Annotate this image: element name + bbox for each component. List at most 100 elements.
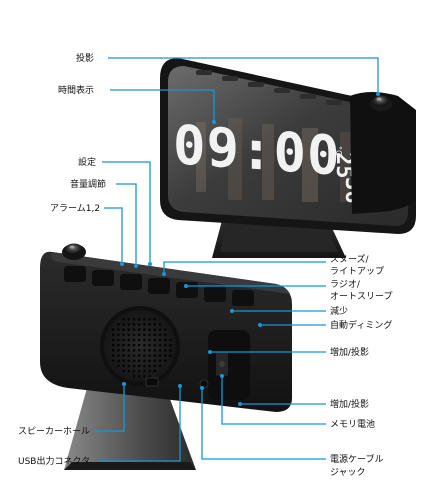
time-digits: 09:00 — [173, 113, 340, 188]
speaker-hole — [137, 317, 141, 321]
speaker-hole — [163, 333, 167, 337]
speaker-hole — [122, 328, 125, 331]
speaker-hole — [169, 354, 172, 357]
usb-port-icon — [145, 377, 159, 387]
speaker-hole — [132, 359, 136, 363]
speaker-hole — [143, 369, 146, 373]
speaker-hole — [153, 369, 157, 373]
speaker-hole — [158, 354, 162, 357]
temperature-unit: °C — [334, 146, 343, 156]
speaker-hole — [137, 364, 141, 368]
back-button[interactable] — [120, 274, 142, 290]
speaker-hole — [132, 333, 136, 337]
label-speaker-hole: スピーカーホール — [18, 426, 90, 437]
speaker-hole — [143, 354, 146, 357]
speaker-hole — [158, 343, 162, 347]
projector-module — [350, 92, 416, 214]
mirror-display — [168, 66, 408, 226]
speaker-hole — [132, 343, 136, 347]
speaker-hole — [143, 333, 146, 337]
speaker-hole — [122, 354, 125, 357]
speaker-hole — [117, 328, 120, 331]
speaker-hole — [111, 338, 115, 342]
speaker-hole — [127, 354, 131, 357]
speaker-hole — [137, 343, 141, 347]
speaker-hole — [137, 369, 141, 373]
speaker-hole — [153, 349, 157, 352]
speaker-hole — [117, 364, 120, 368]
speaker-hole — [127, 338, 131, 342]
speaker-hole — [117, 354, 120, 357]
speaker-hole — [122, 349, 125, 352]
label-radio-line1: ラジオ/ — [330, 279, 361, 290]
speaker-hole — [158, 349, 162, 352]
back-button[interactable] — [148, 278, 170, 294]
speaker-hole — [148, 364, 151, 368]
projector-lens-icon — [373, 95, 389, 107]
speaker-hole — [127, 359, 131, 363]
back-button[interactable] — [232, 290, 254, 306]
speaker-hole — [132, 369, 136, 373]
label-usb-connector: USB出力コネクタ — [18, 455, 90, 467]
front-view: 09:00 25 °C 36 — [160, 58, 416, 258]
back-view — [40, 243, 292, 470]
speaker-hole — [153, 364, 157, 368]
speaker-hole — [148, 333, 151, 337]
speaker-hole — [153, 354, 157, 357]
speaker-hole — [148, 328, 151, 331]
port-panel — [208, 330, 250, 400]
back-button[interactable] — [204, 286, 226, 302]
speaker-hole — [127, 333, 131, 337]
speaker-hole — [158, 333, 162, 337]
callout-labels: 投影 時間表示 設定 音量調節 アラーム1,2 スヌーズ/ ライトアップ ラジオ… — [18, 52, 392, 478]
speaker-hole — [153, 317, 157, 321]
speaker-hole — [122, 359, 125, 363]
label-memory-battery: メモリ電池 — [330, 418, 375, 430]
speaker-hole — [117, 343, 120, 347]
speaker-hole — [163, 328, 167, 331]
speaker-hole — [148, 375, 151, 378]
label-time-display: 時間表示 — [58, 84, 94, 96]
speaker-hole — [137, 354, 141, 357]
speaker-hole — [117, 349, 120, 352]
speaker-hole — [122, 364, 125, 368]
speaker-hole — [122, 343, 125, 347]
projector-lens-icon — [65, 243, 83, 255]
speaker-hole — [132, 338, 136, 342]
speaker-hole — [127, 328, 131, 331]
back-button[interactable] — [64, 266, 86, 282]
speaker-hole — [127, 343, 131, 347]
label-settings: 設定 — [78, 156, 96, 168]
speaker-hole — [127, 323, 131, 326]
speaker-hole — [158, 359, 162, 363]
speaker-hole — [153, 343, 157, 347]
speaker-hole — [111, 333, 115, 337]
speaker-hole — [148, 349, 151, 352]
speaker-grille-icon — [100, 306, 180, 386]
label-power-line1: 電源ケーブル — [330, 453, 383, 465]
speaker-hole — [122, 317, 125, 321]
speaker-hole — [127, 349, 131, 352]
speaker-hole — [111, 343, 115, 347]
back-button-row — [64, 266, 254, 306]
label-snooze-line1: スヌーズ/ — [330, 253, 370, 265]
speaker-hole — [148, 354, 151, 357]
speaker-hole — [163, 338, 167, 342]
speaker-hole — [158, 364, 162, 368]
speaker-hole — [111, 328, 115, 331]
speaker-hole — [169, 338, 172, 342]
speaker-hole — [158, 323, 162, 326]
speaker-hole — [117, 359, 120, 363]
speaker-hole — [163, 359, 167, 363]
speaker-hole — [163, 349, 167, 352]
speaker-hole — [111, 349, 115, 352]
speaker-hole — [143, 323, 146, 326]
label-alarm: アラーム1,2 — [50, 203, 100, 214]
speaker-hole — [143, 317, 146, 321]
back-button[interactable] — [92, 270, 114, 286]
speaker-hole — [153, 328, 157, 331]
speaker-hole — [117, 323, 120, 326]
speaker-hole — [127, 369, 131, 373]
